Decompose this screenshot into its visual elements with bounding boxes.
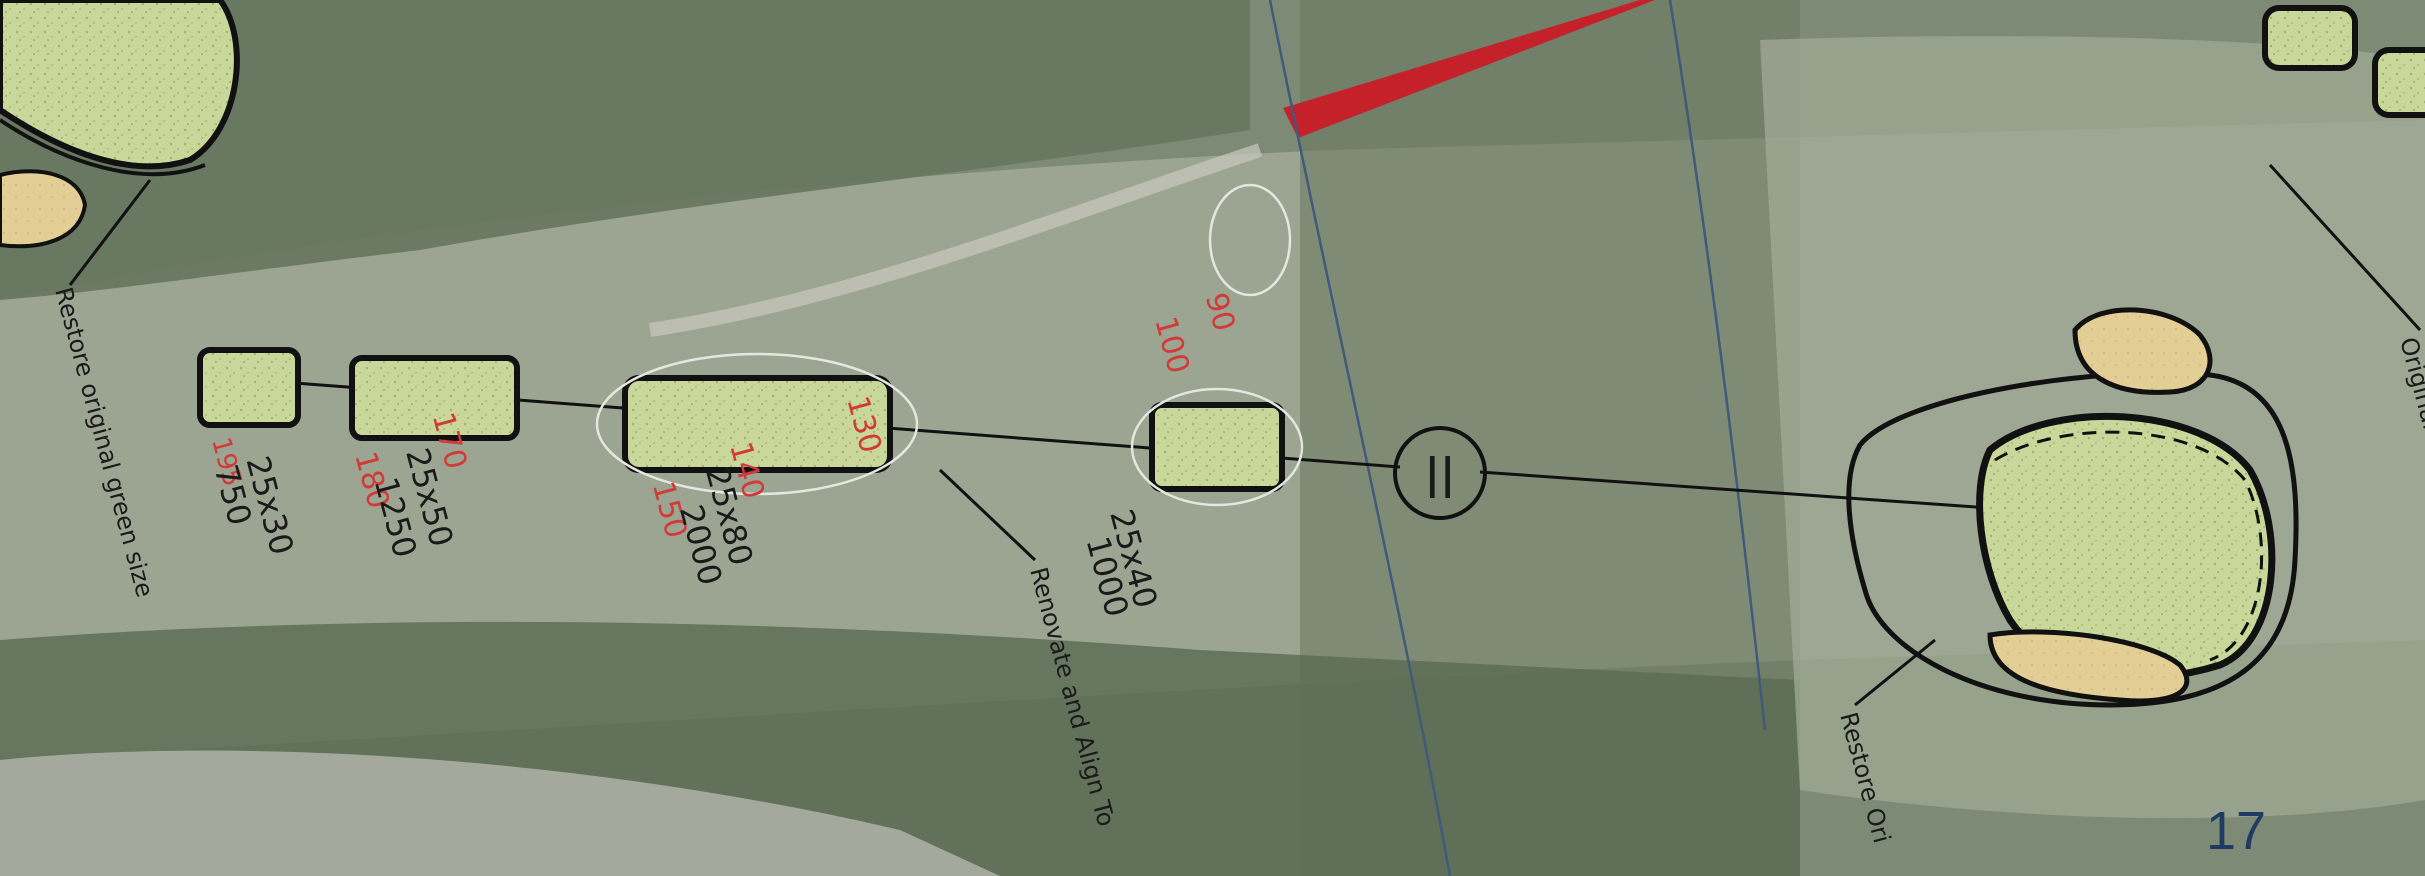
green-right-dashed	[1994, 430, 2264, 662]
bunker-top-left	[0, 169, 88, 249]
red-path	[1283, 0, 1655, 138]
page-number: 17	[2206, 801, 2267, 861]
green-top-left-outline	[0, 118, 206, 177]
leader-renovate	[938, 468, 1037, 562]
tee-90-outline	[1208, 183, 1292, 297]
tree-mass-center	[1300, 0, 1800, 876]
tee-3-halo	[595, 352, 919, 496]
tee-4-halo	[1130, 387, 1304, 507]
bunker-right-bottom	[1987, 629, 2190, 704]
top-right-leader	[2268, 163, 2422, 332]
tee-top-right-1	[2262, 5, 2358, 71]
tee-3-box	[622, 375, 893, 473]
tee-1-box	[197, 347, 301, 428]
tee-top-right-2	[2372, 47, 2425, 118]
green-right	[1976, 412, 2276, 682]
green-top-left	[0, 0, 240, 170]
tee-4-box	[1149, 402, 1285, 492]
leader-restore-right	[1854, 638, 1936, 707]
boundary-line-2	[1668, 0, 1767, 731]
tree-mass-top	[0, 0, 1250, 300]
crossing-symbol: ||	[1425, 449, 1456, 498]
cart-path	[0, 750, 1000, 876]
tee-2-box	[349, 355, 520, 441]
crossing-circle	[1393, 426, 1487, 520]
boundary-line-1	[1268, 0, 1452, 876]
bunker-right-top	[2072, 307, 2213, 395]
leader-restore-green	[68, 179, 152, 286]
light-path	[648, 143, 1263, 337]
